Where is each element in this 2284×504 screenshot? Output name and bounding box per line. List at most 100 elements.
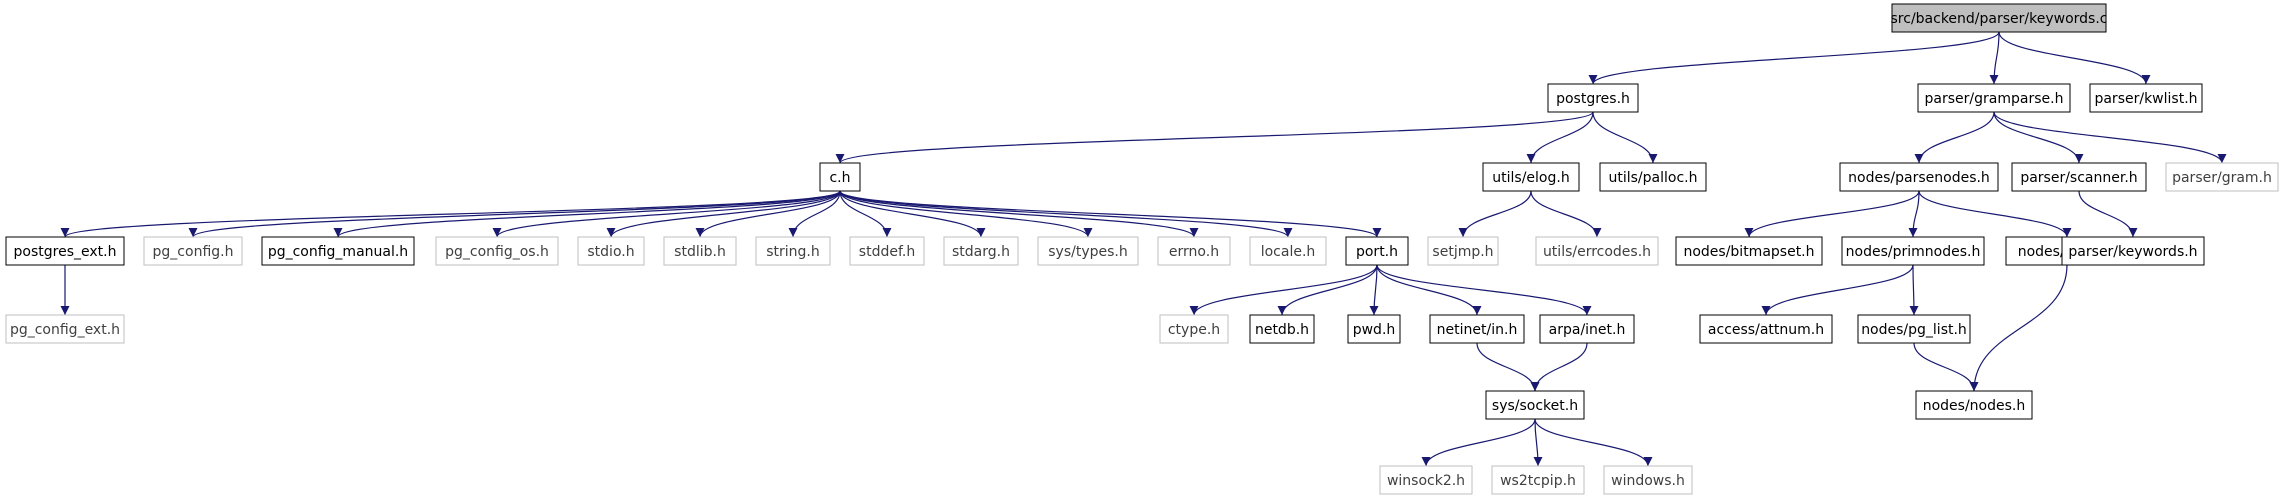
node-string: string.h bbox=[755, 236, 831, 266]
node-label: src/backend/parser/keywords.c bbox=[1891, 11, 2108, 27]
node-box bbox=[1539, 314, 1635, 344]
edge-syssocket-to-ws2tcpip bbox=[1533, 418, 1543, 467]
node-label: parser/keywords.h bbox=[2068, 244, 2197, 260]
edge-parsenodes-to-bitmapset bbox=[1744, 190, 1920, 238]
edge-arpainet-to-syssocket bbox=[1530, 342, 1588, 392]
node-pg-config: pg_config.h bbox=[143, 236, 243, 266]
edge-c-to-string bbox=[788, 190, 841, 238]
node-palloc[interactable]: utils/palloc.h bbox=[1599, 162, 1707, 192]
node-root[interactable]: src/backend/parser/keywords.c bbox=[1891, 3, 2108, 33]
edge-port-to-netdb bbox=[1277, 264, 1378, 316]
node-pwd[interactable]: pwd.h bbox=[1347, 314, 1401, 344]
node-pg-list[interactable]: nodes/pg_list.h bbox=[1857, 314, 1971, 344]
edge-pg_list-to-nodes bbox=[1913, 342, 1979, 392]
edge-c-to-port bbox=[839, 190, 1382, 238]
node-box bbox=[1535, 236, 1659, 266]
node-label: nodes/pg_list.h bbox=[1861, 322, 1967, 338]
edge-c-to-stdarg bbox=[839, 190, 986, 238]
node-box bbox=[2061, 236, 2205, 266]
node-postgres-ext[interactable]: postgres_ext.h bbox=[5, 236, 125, 266]
edge-syssocket-to-winsock2 bbox=[1421, 418, 1536, 467]
node-pg-config-manual[interactable]: pg_config_manual.h bbox=[261, 236, 415, 266]
node-label: parser/scanner.h bbox=[2020, 170, 2137, 186]
node-label: arpa/inet.h bbox=[1549, 322, 1626, 338]
node-label: utils/errcodes.h bbox=[1543, 244, 1651, 260]
node-stdlib: stdlib.h bbox=[663, 236, 737, 266]
node-nodes[interactable]: nodes/nodes.h bbox=[1915, 390, 2033, 420]
node-label: locale.h bbox=[1261, 244, 1316, 260]
node-label: parser/gramparse.h bbox=[1925, 91, 2064, 107]
node-label: windows.h bbox=[1611, 473, 1685, 489]
edge-elog-to-errcodes bbox=[1530, 190, 1602, 238]
node-box bbox=[261, 236, 415, 266]
node-label: sys/types.h bbox=[1048, 244, 1127, 260]
edge-c-to-systypes bbox=[839, 190, 1093, 238]
edge-c-to-errno bbox=[839, 190, 1199, 238]
edge-root-to-postgres bbox=[1588, 31, 2000, 85]
node-box bbox=[1599, 162, 1707, 192]
node-label: nodes/parsenodes.h bbox=[1848, 170, 1990, 186]
node-kwlist[interactable]: parser/kwlist.h bbox=[2089, 83, 2203, 113]
node-box bbox=[663, 236, 737, 266]
node-winsock2: winsock2.h bbox=[1379, 465, 1473, 495]
edge-elog-to-setjmp bbox=[1458, 190, 1532, 238]
node-label: pwd.h bbox=[1353, 322, 1396, 338]
edge-parsenodes-to-primnodes bbox=[1908, 190, 1920, 238]
edge-port-to-pwd bbox=[1369, 264, 1379, 316]
node-label: pg_config.h bbox=[153, 244, 234, 260]
node-box bbox=[1857, 314, 1971, 344]
edge-c-to-stddef bbox=[839, 190, 892, 238]
edge-postgres-to-elog bbox=[1526, 111, 1594, 164]
node-box bbox=[819, 162, 861, 192]
node-label: netdb.h bbox=[1255, 322, 1309, 338]
node-netinet[interactable]: netinet/in.h bbox=[1429, 314, 1525, 344]
node-label: errno.h bbox=[1169, 244, 1219, 260]
node-box bbox=[1841, 236, 1985, 266]
node-label: stdio.h bbox=[587, 244, 634, 260]
node-bitmapset[interactable]: nodes/bitmapset.h bbox=[1675, 236, 1823, 266]
node-label: stdlib.h bbox=[674, 244, 726, 260]
node-pg-config-ext: pg_config_ext.h bbox=[5, 314, 125, 344]
node-elog[interactable]: utils/elog.h bbox=[1482, 162, 1580, 192]
node-label: ctype.h bbox=[1168, 322, 1220, 338]
node-box bbox=[1891, 3, 2107, 33]
edge-c-to-stdlib bbox=[695, 190, 841, 238]
node-primnodes[interactable]: nodes/primnodes.h bbox=[1841, 236, 1985, 266]
node-port[interactable]: port.h bbox=[1345, 236, 1409, 266]
node-arpainet[interactable]: arpa/inet.h bbox=[1539, 314, 1635, 344]
node-gramparse[interactable]: parser/gramparse.h bbox=[1917, 83, 2071, 113]
node-box bbox=[1157, 236, 1231, 266]
node-box bbox=[943, 236, 1019, 266]
node-keywords[interactable]: parser/keywords.h bbox=[2061, 236, 2205, 266]
node-box bbox=[577, 236, 645, 266]
node-box bbox=[1485, 390, 1585, 420]
node-box bbox=[5, 314, 125, 344]
edge-parsenodes-to-value bbox=[1918, 190, 2072, 238]
node-scanner[interactable]: parser/scanner.h bbox=[2011, 162, 2147, 192]
node-box bbox=[1603, 465, 1693, 495]
node-gram: parser/gram.h bbox=[2165, 162, 2279, 192]
node-box bbox=[2011, 162, 2147, 192]
node-box bbox=[1917, 83, 2071, 113]
node-netdb[interactable]: netdb.h bbox=[1249, 314, 1315, 344]
node-label: postgres_ext.h bbox=[14, 244, 117, 260]
nodes-layer: src/backend/parser/keywords.c postgres.h p… bbox=[5, 3, 2279, 495]
edge-primnodes-to-attnum bbox=[1761, 264, 1914, 316]
node-parsenodes[interactable]: nodes/parsenodes.h bbox=[1839, 162, 1999, 192]
node-label: string.h bbox=[766, 244, 820, 260]
node-box bbox=[755, 236, 831, 266]
node-postgres[interactable]: postgres.h bbox=[1547, 83, 1639, 113]
node-label: utils/elog.h bbox=[1492, 170, 1569, 186]
edge-c-to-locale bbox=[839, 190, 1293, 238]
node-label: pg_config_manual.h bbox=[268, 244, 408, 260]
node-box bbox=[2165, 162, 2279, 192]
node-label: utils/palloc.h bbox=[1609, 170, 1698, 186]
node-locale: locale.h bbox=[1249, 236, 1327, 266]
node-box bbox=[1429, 314, 1525, 344]
edge-gramparse-to-scanner bbox=[1993, 111, 2084, 164]
node-syssocket[interactable]: sys/socket.h bbox=[1485, 390, 1585, 420]
node-attnum[interactable]: access/attnum.h bbox=[1699, 314, 1833, 344]
node-windows: windows.h bbox=[1603, 465, 1693, 495]
node-c[interactable]: c.h bbox=[819, 162, 861, 192]
